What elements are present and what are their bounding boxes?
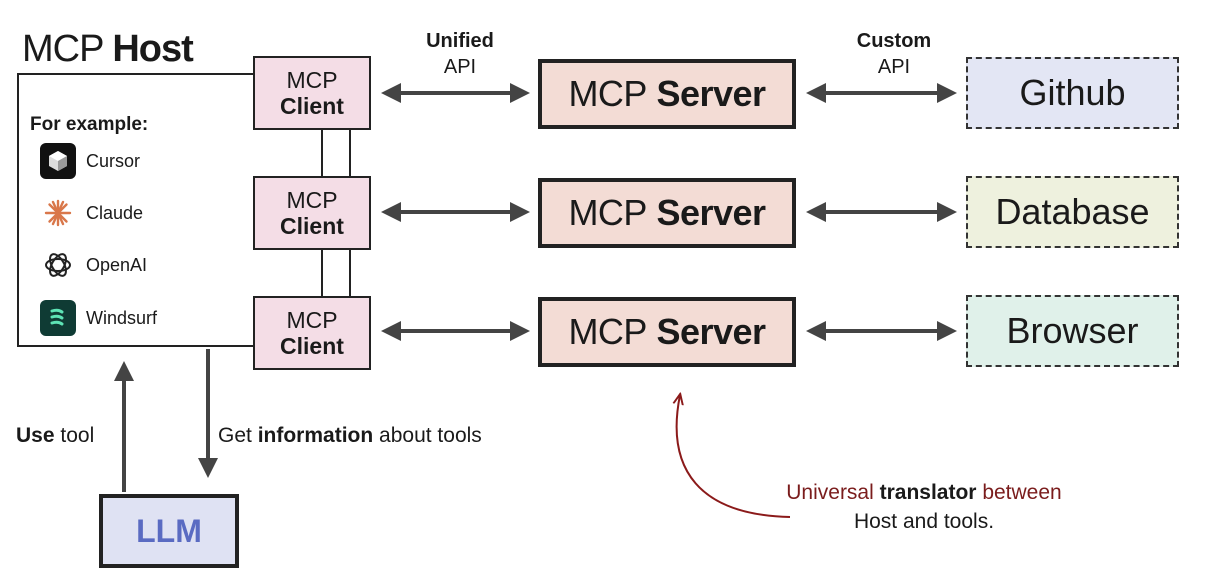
use-tool-label: Use tool: [16, 424, 94, 448]
translator-annotation: Universal translator between Host and to…: [724, 478, 1124, 537]
server-label-bold: Server: [656, 192, 766, 233]
use-tool-bold: Use: [16, 424, 55, 447]
translator-post: between: [982, 481, 1062, 504]
translator-annotation-arrow: [677, 395, 791, 518]
client-label-line2: Client: [280, 213, 344, 239]
mcp-server-3: MCP Server: [538, 297, 796, 367]
cursor-icon: [40, 143, 76, 179]
windsurf-icon: [40, 300, 76, 336]
llm-box: LLM: [99, 494, 239, 568]
resource-github: Github: [966, 57, 1179, 129]
unified-label-bold: Unified: [426, 30, 494, 52]
custom-label-bold: Custom: [856, 30, 932, 52]
host-title: MCP Host: [22, 28, 194, 71]
translator-bold: translator: [879, 481, 977, 504]
app-windsurf: Windsurf: [40, 300, 157, 336]
app-name: Claude: [86, 202, 144, 223]
server-label-bold: Server: [656, 311, 766, 352]
mcp-client-1: MCP Client: [253, 56, 371, 130]
get-info-label: Get information about tools: [218, 424, 482, 448]
host-title-bold: Host: [112, 28, 193, 70]
host-title-plain: MCP: [22, 28, 104, 70]
app-name: Windsurf: [86, 307, 158, 328]
mcp-server-2: MCP Server: [538, 178, 796, 248]
custom-label-api: API: [877, 56, 911, 78]
app-name: OpenAI: [86, 254, 148, 275]
server-label-plain: MCP: [568, 192, 647, 233]
client-label-line1: MCP: [286, 306, 338, 333]
openai-icon: [40, 247, 76, 283]
get-info-pre: Get: [218, 424, 252, 447]
client-label-line2: Client: [280, 333, 344, 359]
client-label-line1: MCP: [286, 66, 338, 93]
client-label-line2: Client: [280, 93, 344, 119]
client-label-line1: MCP: [286, 186, 338, 213]
get-info-bold: information: [257, 424, 374, 447]
resource-browser: Browser: [966, 295, 1179, 367]
claude-icon: [40, 195, 76, 231]
app-cursor: Cursor: [40, 143, 140, 179]
mcp-client-2: MCP Client: [253, 176, 371, 250]
for-example-label: For example:: [30, 114, 149, 135]
app-name: Cursor: [86, 150, 141, 171]
custom-api-label: Custom API: [836, 28, 952, 80]
app-openai: OpenAI: [40, 247, 147, 283]
mcp-server-1: MCP Server: [538, 59, 796, 129]
translator-line2: Host and tools.: [853, 510, 995, 534]
translator-pre: Universal: [786, 481, 874, 504]
mcp-client-3: MCP Client: [253, 296, 371, 370]
server-label-plain: MCP: [568, 311, 647, 352]
get-info-post: about tools: [379, 424, 482, 447]
use-tool-rest: tool: [60, 424, 95, 447]
app-claude: Claude: [40, 195, 143, 231]
server-label-plain: MCP: [568, 73, 647, 114]
translator-line1: Universal translator between: [724, 478, 1124, 507]
resource-database: Database: [966, 176, 1179, 248]
unified-api-label: Unified API: [405, 28, 515, 80]
server-label-bold: Server: [656, 73, 766, 114]
unified-label-api: API: [443, 56, 477, 78]
